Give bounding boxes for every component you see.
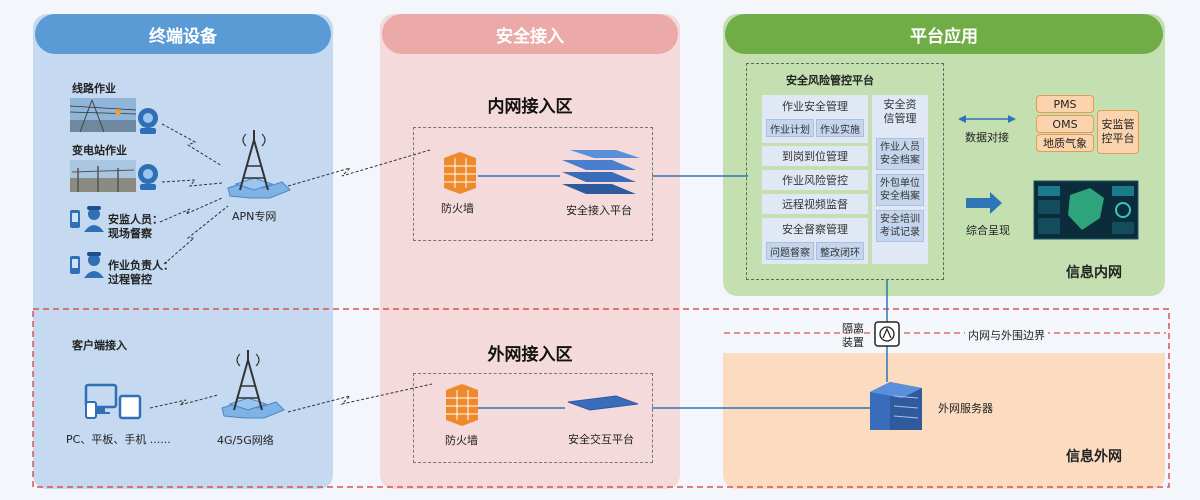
inspection-label: 安全督察管理 xyxy=(782,223,848,236)
work-impl-button[interactable]: 作业实施 xyxy=(816,119,864,137)
camera-icon-1 xyxy=(138,108,158,134)
supervisor-label-1: 安监人员： xyxy=(108,213,163,226)
camera-icon-2 xyxy=(138,164,158,190)
arrow-right-head xyxy=(1008,115,1016,123)
work-plan-button[interactable]: 作业计划 xyxy=(766,119,814,137)
oms-system[interactable]: OMS xyxy=(1036,115,1094,133)
isolation-device-icon xyxy=(874,321,900,347)
apn-label: APN专网 xyxy=(232,210,277,223)
external-server-icon xyxy=(870,382,922,430)
substation-photo xyxy=(70,160,136,192)
inner-firewall-icon xyxy=(444,152,476,194)
outer-firewall-label: 防火墙 xyxy=(445,434,478,447)
dashboard-screen-icon xyxy=(1033,180,1139,240)
wireless-link-3 xyxy=(159,197,223,223)
desktop-pc-icon xyxy=(84,383,118,414)
wireless-link-7 xyxy=(287,383,433,413)
external-server-label: 外网服务器 xyxy=(938,402,993,415)
exchange-platform-server-icon xyxy=(567,395,639,411)
inner-firewall-label: 防火墙 xyxy=(441,202,474,215)
inner-network-label: 信息内网 xyxy=(1066,265,1122,281)
client-access-label: 客户端接入 xyxy=(72,339,127,352)
rectify-button[interactable]: 整改闭环 xyxy=(816,242,864,260)
network-boundary xyxy=(32,308,1170,488)
work-safety-label: 作业安全管理 xyxy=(782,100,848,113)
line-work-label: 线路作业 xyxy=(72,82,116,95)
outer-network-bg xyxy=(723,353,1165,489)
line-work-photo xyxy=(69,98,137,133)
risk-control-item[interactable]: 作业风险管控 xyxy=(762,170,868,190)
platform-header: 平台应用 xyxy=(725,14,1163,54)
wireless-link-5 xyxy=(287,149,431,187)
isolation-label-1: 隔离 xyxy=(842,322,864,335)
arrow-left-head xyxy=(958,115,966,123)
wireless-link-6 xyxy=(149,394,219,409)
risk-platform-title: 安全风险管控平台 xyxy=(786,74,874,87)
outer-zone-title: 外网接入区 xyxy=(487,345,573,365)
on-duty-item[interactable]: 到岗到位管理 xyxy=(762,146,868,166)
tablet-icon xyxy=(118,394,142,420)
data-link-label: 数据对接 xyxy=(965,131,1009,144)
display-arrow xyxy=(966,192,1002,214)
supervisor-label-2: 现场督察 xyxy=(108,227,152,240)
outer-firewall-icon xyxy=(446,384,478,426)
client-devices-label: PC、平板、手机 ...... xyxy=(66,433,171,446)
wireless-link-4 xyxy=(163,205,229,265)
problem-inspection-button[interactable]: 问题督察 xyxy=(766,242,814,260)
security-column-bg xyxy=(380,14,680,489)
video-supervision-item[interactable]: 远程视频监督 xyxy=(762,194,868,214)
weather-system[interactable]: 地质气象 xyxy=(1036,134,1094,152)
terminal-header: 终端设备 xyxy=(35,14,331,54)
security-header: 安全接入 xyxy=(382,14,678,54)
apn-tower-icon xyxy=(227,130,291,199)
boundary-label: 内网与外围边界 xyxy=(965,327,1048,343)
pms-system[interactable]: PMS xyxy=(1036,95,1094,113)
display-label: 综合呈现 xyxy=(966,224,1010,237)
substation-work-label: 变电站作业 xyxy=(72,144,127,157)
leader-avatar-icon xyxy=(84,252,104,278)
leader-label-2: 过程管控 xyxy=(108,273,152,286)
handset-icon-1 xyxy=(70,210,80,228)
qualification-title: 安全资信管理 xyxy=(883,98,917,125)
cellular-label: 4G/5G网络 xyxy=(217,434,274,447)
wireless-link-1 xyxy=(161,123,223,167)
handset-icon-2 xyxy=(70,256,80,274)
inner-platform-label: 安全接入平台 xyxy=(566,204,632,217)
risk-platform-box xyxy=(746,63,944,280)
outer-zone-box xyxy=(413,373,653,463)
supervision-platform[interactable]: 安监管控平台 xyxy=(1097,110,1139,154)
cellular-tower-icon xyxy=(221,350,285,419)
leader-label-1: 作业负责人： xyxy=(108,259,174,272)
access-platform-server-icon xyxy=(562,150,640,194)
contractor-archive-button[interactable]: 外包单位安全档案 xyxy=(876,174,924,206)
inner-zone-title: 内网接入区 xyxy=(487,97,573,117)
training-record-button[interactable]: 安全培训考试记录 xyxy=(876,210,924,242)
outer-network-label: 信息外网 xyxy=(1066,449,1122,465)
supervisor-avatar-icon xyxy=(84,206,104,232)
personnel-archive-button[interactable]: 作业人员安全档案 xyxy=(876,138,924,170)
isolation-label-2: 装置 xyxy=(842,336,864,349)
inner-zone-box xyxy=(413,127,653,241)
outer-platform-label: 安全交互平台 xyxy=(568,433,634,446)
wireless-link-2 xyxy=(161,179,223,187)
phone-icon xyxy=(85,401,97,419)
